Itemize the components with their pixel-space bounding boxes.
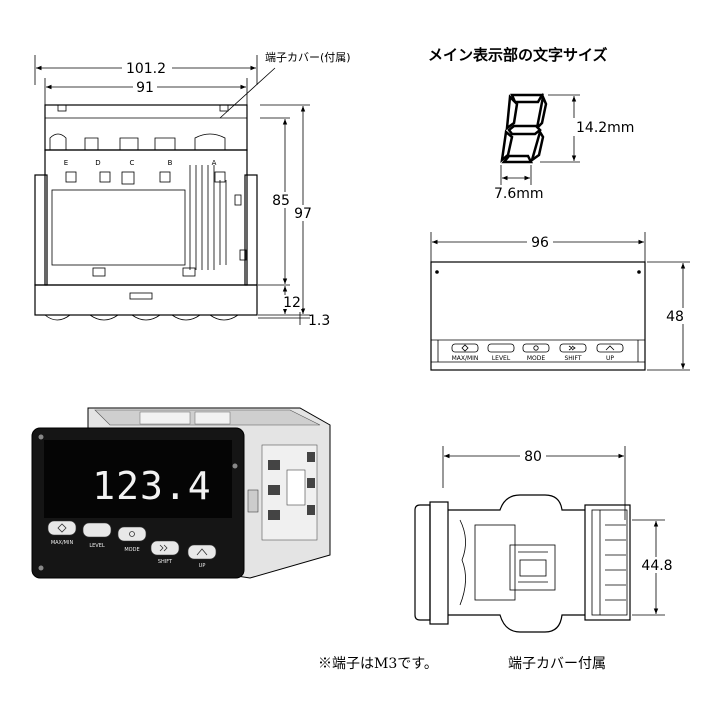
footnote-terminal-note: ※端子はM3です。 [318,656,438,672]
photo-btn-label-level: LEVEL [89,543,105,549]
terminal-letter-b: B [168,159,173,167]
product-photo: 123.4 MAX/MIN LEVEL MODE SHIFT UP [31,407,331,579]
front-view-drawing: 96 MAX/MIN LEVEL MODE SHIFT UP 48 [430,232,690,371]
photo-button-up[interactable]: UP [187,544,217,569]
photo-button-maxmin[interactable]: MAX/MIN [47,520,77,546]
footnote-cover-note: 端子カバー付属 [508,656,606,672]
dim-1-3: 1.3 [308,313,330,329]
photo-btn-label-shift: SHIFT [158,559,173,565]
terminal-letter-c: C [130,159,135,167]
char-size-detail: メイン表示部の文字サイズ 14.2mm 7.6mm [428,46,644,202]
footnote: ※端子はM3です。 端子カバー付属 [318,656,606,672]
photo-btn-label-up: UP [199,563,206,569]
char-height: 14.2mm [576,120,634,136]
display-readout: 123.4 [92,464,211,508]
terminal-letter-d: D [95,159,100,167]
dim-height-97: 97 [294,206,312,222]
side-view-drawing: 80 44.8 [414,446,676,633]
front-btn-label-maxmin: MAX/MIN [452,355,479,362]
seven-segment-digit [500,92,548,164]
dim-front-height: 48 [666,309,684,325]
char-size-title: メイン表示部の文字サイズ [428,46,608,64]
photo-button-level[interactable]: LEVEL [82,522,112,549]
dim-side-height: 44.8 [641,558,672,574]
front-btn-label-mode: MODE [527,355,546,362]
dim-height-85: 85 [272,193,290,209]
front-btn-label-up: UP [606,355,614,362]
photo-btn-label-mode: MODE [124,547,139,553]
terminal-letter-e: E [64,159,68,167]
terminal-letter-a: A [212,159,217,167]
dim-front-width: 96 [531,235,549,251]
top-view-drawing: 101.2 91 端子カバー(付属) E D C B A [34,51,351,329]
dim-inner-width: 91 [136,80,154,96]
front-btn-label-shift: SHIFT [564,355,581,362]
photo-button-mode[interactable]: MODE [117,526,147,553]
dim-12: 12 [283,295,301,311]
dim-outer-width: 101.2 [126,61,166,77]
dim-side-depth: 80 [524,449,542,465]
photo-button-shift[interactable]: SHIFT [150,540,180,565]
char-width: 7.6mm [494,186,544,202]
front-btn-label-level: LEVEL [492,355,511,362]
photo-btn-label-maxmin: MAX/MIN [51,540,74,546]
terminal-cover-label: 端子カバー(付属) [265,51,351,64]
